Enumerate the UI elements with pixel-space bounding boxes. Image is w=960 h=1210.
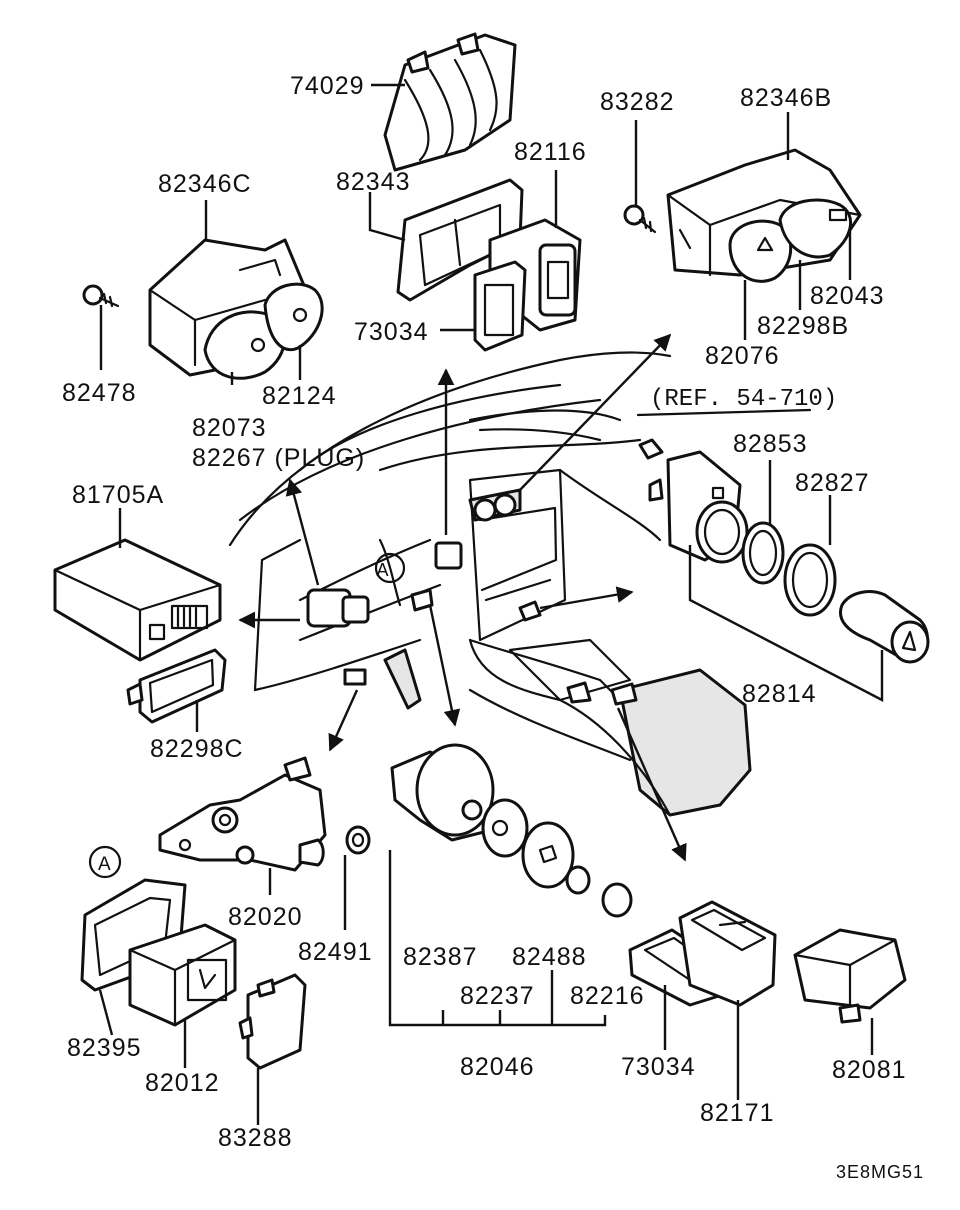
label-82020: 82020 [228, 903, 303, 931]
label-82298B: 82298B [757, 312, 849, 340]
leader-lines [98, 83, 874, 1125]
marker-a-bottom [88, 845, 122, 879]
arrows [238, 333, 687, 862]
marker-a-top [374, 552, 406, 584]
label-82346C: 82346C [158, 170, 252, 198]
lighter-group [636, 408, 930, 702]
label-81705A: 81705A [72, 481, 164, 509]
label-82076: 82076 [705, 342, 780, 370]
label-82012: 82012 [145, 1069, 220, 1097]
label-83288: 83288 [218, 1124, 293, 1152]
label-82081: 82081 [832, 1056, 907, 1084]
label-82814: 82814 [742, 680, 817, 708]
rotary-82046 [388, 743, 633, 1027]
switch-82081 [793, 928, 907, 1024]
label-82853: 82853 [733, 430, 808, 458]
label-82478: 82478 [62, 379, 137, 407]
label-74029: 74029 [290, 72, 365, 100]
screw-83282 [623, 204, 657, 234]
label-82491: 82491 [298, 938, 373, 966]
label-82343: 82343 [336, 168, 411, 196]
label-82237: 82237 [460, 982, 535, 1010]
label-82043: 82043 [810, 282, 885, 310]
label-82346B: 82346B [740, 84, 832, 112]
panel-82395 [80, 878, 237, 1027]
switch-cluster-82346B [666, 148, 862, 283]
label-82046: 82046 [460, 1053, 535, 1081]
label-82298C: 82298C [150, 735, 244, 763]
vent-74029 [383, 32, 517, 172]
nut-82491 [345, 825, 371, 855]
label-73034-top: 73034 [354, 318, 429, 346]
dash-switches [306, 541, 638, 706]
label-82267-plug: 82267 (PLUG) [192, 444, 365, 472]
label-82116: 82116 [514, 138, 587, 166]
cover-82298C [126, 648, 227, 724]
ref-54-710: (REF. 54-710) [650, 386, 837, 413]
switch-82171 [678, 900, 777, 1007]
switch-cluster-82346C [148, 238, 324, 380]
cap-83288 [238, 973, 307, 1070]
label-73034-bottom: 73034 [621, 1053, 696, 1081]
label-82124: 82124 [262, 382, 337, 410]
screw-82478 [82, 284, 120, 308]
marker-a-bottom-text: A [98, 854, 112, 875]
switch-panel-82343 [396, 178, 582, 352]
dashboard-outline [228, 351, 752, 817]
unit-81705A [53, 538, 222, 662]
label-82073: 82073 [192, 414, 267, 442]
label-82171: 82171 [700, 1099, 775, 1127]
label-83282: 83282 [600, 88, 675, 116]
marker-a-top-text: A [376, 560, 389, 580]
switch-82020 [158, 756, 327, 872]
label-82387: 82387 [403, 943, 478, 971]
label-82216: 82216 [570, 982, 645, 1010]
diagram-code: 3E8MG51 [836, 1162, 924, 1182]
part-labels: 74029 82343 82116 73034 82346C 82478 820… [62, 72, 924, 1182]
label-82827: 82827 [795, 469, 870, 497]
label-82488: 82488 [512, 943, 587, 971]
label-82395: 82395 [67, 1034, 142, 1062]
